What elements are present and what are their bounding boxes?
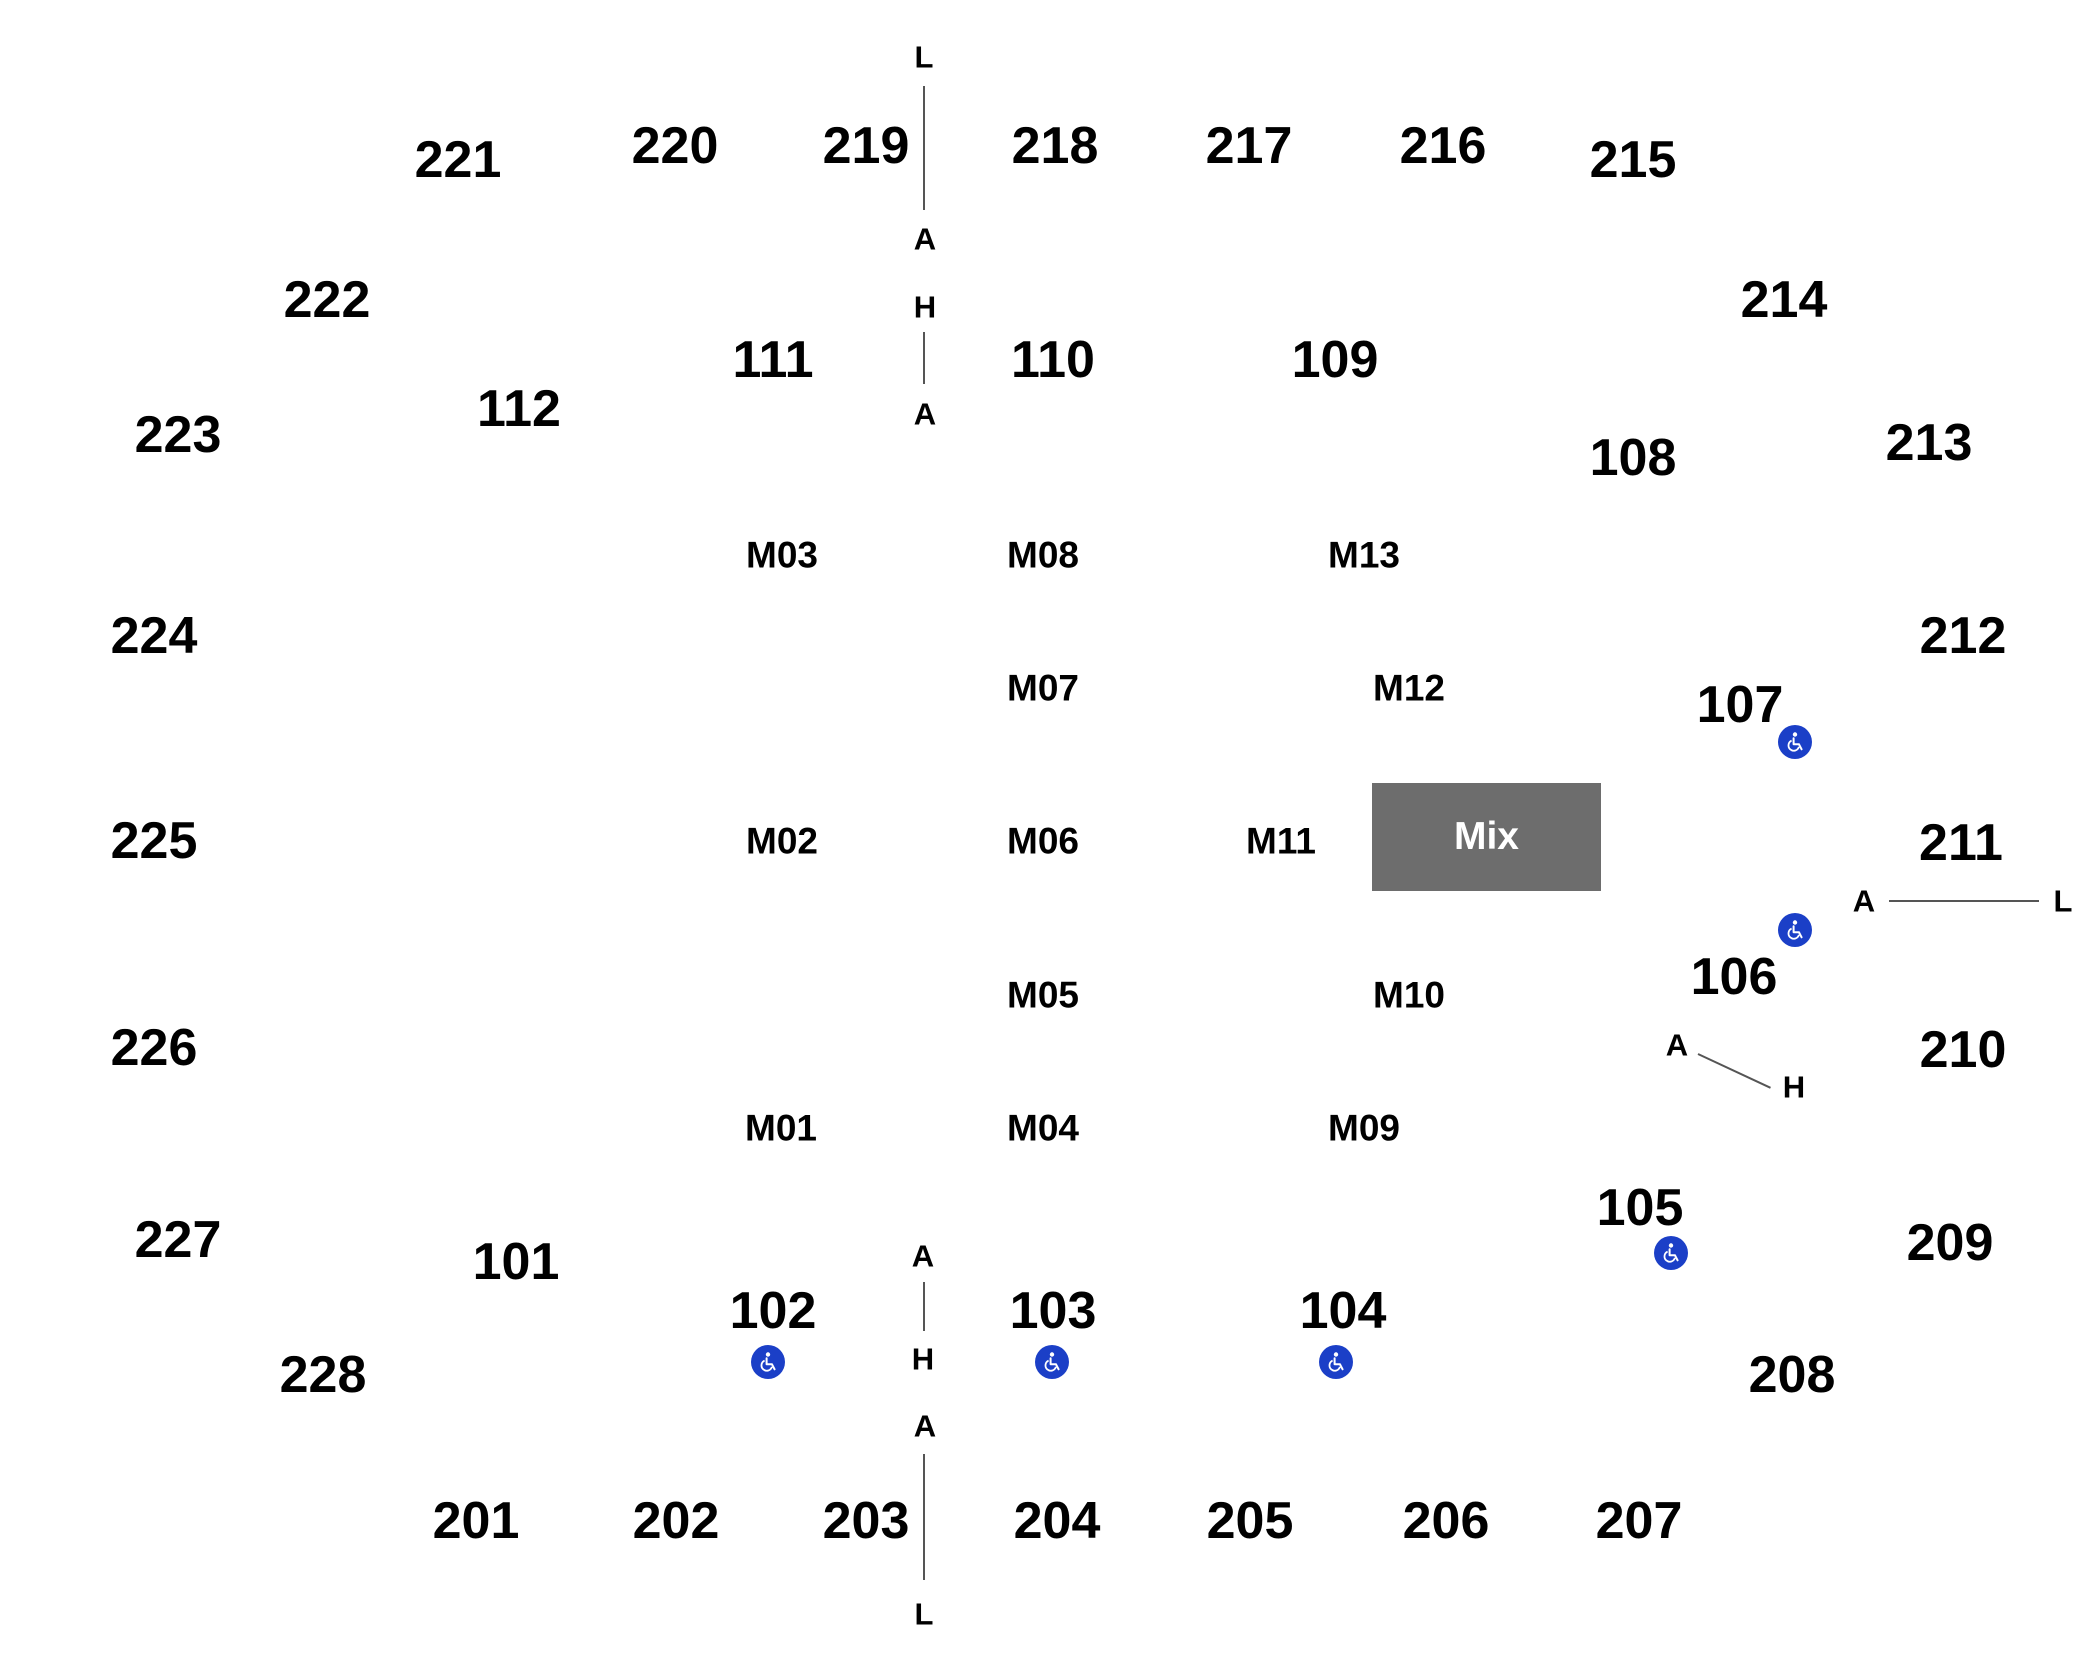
section-m08[interactable]: M08	[1007, 534, 1079, 576]
aisle-divider	[923, 86, 925, 210]
section-109[interactable]: 109	[1291, 331, 1379, 389]
section-203[interactable]: 203	[822, 1492, 910, 1550]
section-223[interactable]: 223	[134, 406, 222, 464]
aisle-marker-bottom-l: L	[914, 1596, 934, 1632]
section-221[interactable]: 221	[414, 131, 502, 189]
section-101[interactable]: 101	[472, 1233, 560, 1291]
aisle-divider	[923, 1454, 925, 1580]
section-m01[interactable]: M01	[745, 1107, 817, 1149]
section-224[interactable]: 224	[110, 607, 198, 665]
section-108[interactable]: 108	[1589, 429, 1677, 487]
section-212[interactable]: 212	[1919, 607, 2007, 665]
aisle-divider	[1889, 900, 2039, 902]
section-218[interactable]: 218	[1011, 117, 1099, 175]
aisle-marker-top-h: H	[913, 289, 937, 325]
aisle-marker-top-a2: A	[913, 396, 937, 432]
section-m02[interactable]: M02	[746, 820, 818, 862]
section-205[interactable]: 205	[1206, 1492, 1294, 1550]
wheelchair-icon[interactable]	[1035, 1345, 1069, 1379]
section-206[interactable]: 206	[1402, 1492, 1490, 1550]
section-222[interactable]: 222	[283, 271, 371, 329]
wheelchair-icon[interactable]	[1778, 725, 1812, 759]
mix-position: Mix	[1372, 783, 1601, 891]
section-m07[interactable]: M07	[1007, 667, 1079, 709]
section-215[interactable]: 215	[1589, 131, 1677, 189]
section-227[interactable]: 227	[134, 1211, 222, 1269]
section-226[interactable]: 226	[110, 1019, 198, 1077]
section-104[interactable]: 104	[1299, 1282, 1387, 1340]
mix-label: Mix	[1453, 815, 1519, 858]
aisle-marker-right-l: L	[2053, 883, 2073, 919]
section-m10[interactable]: M10	[1373, 974, 1445, 1016]
section-214[interactable]: 214	[1740, 271, 1828, 329]
section-217[interactable]: 217	[1205, 117, 1293, 175]
aisle-divider	[923, 332, 925, 384]
aisle-marker-bottom-a: A	[911, 1238, 935, 1274]
section-105[interactable]: 105	[1596, 1179, 1684, 1237]
aisle-marker-top-a: A	[913, 221, 937, 257]
wheelchair-icon[interactable]	[1778, 913, 1812, 947]
section-207[interactable]: 207	[1595, 1492, 1683, 1550]
section-103[interactable]: 103	[1009, 1282, 1097, 1340]
section-106[interactable]: 106	[1690, 948, 1778, 1006]
section-225[interactable]: 225	[110, 812, 198, 870]
section-216[interactable]: 216	[1399, 117, 1487, 175]
section-208[interactable]: 208	[1748, 1346, 1836, 1404]
section-111[interactable]: 111	[732, 331, 814, 389]
section-219[interactable]: 219	[822, 117, 910, 175]
aisle-marker-bottom-a2: A	[913, 1408, 937, 1444]
section-110[interactable]: 110	[1011, 331, 1095, 389]
wheelchair-icon[interactable]	[751, 1345, 785, 1379]
section-m09[interactable]: M09	[1328, 1107, 1400, 1149]
aisle-marker-bottom-h: H	[911, 1341, 935, 1377]
section-213[interactable]: 213	[1885, 414, 1973, 472]
section-210[interactable]: 210	[1919, 1021, 2007, 1079]
section-102[interactable]: 102	[729, 1282, 817, 1340]
aisle-marker-diag-a: A	[1665, 1027, 1689, 1063]
section-202[interactable]: 202	[632, 1492, 720, 1550]
aisle-marker-right-a: A	[1852, 883, 1876, 919]
section-m12[interactable]: M12	[1373, 667, 1445, 709]
section-201[interactable]: 201	[432, 1492, 520, 1550]
section-m11[interactable]: M11	[1246, 820, 1316, 862]
section-m06[interactable]: M06	[1007, 820, 1079, 862]
wheelchair-icon[interactable]	[1654, 1236, 1688, 1270]
section-112[interactable]: 112	[477, 380, 561, 438]
aisle-divider	[1697, 1053, 1771, 1089]
aisle-marker-diag-h: H	[1782, 1069, 1806, 1105]
section-m13[interactable]: M13	[1328, 534, 1400, 576]
section-209[interactable]: 209	[1906, 1214, 1994, 1272]
aisle-divider	[923, 1282, 925, 1331]
section-107[interactable]: 107	[1696, 676, 1784, 734]
section-m05[interactable]: M05	[1007, 974, 1079, 1016]
section-211[interactable]: 211	[1919, 814, 2003, 872]
section-228[interactable]: 228	[279, 1346, 367, 1404]
section-m04[interactable]: M04	[1007, 1107, 1079, 1149]
section-m03[interactable]: M03	[746, 534, 818, 576]
section-220[interactable]: 220	[631, 117, 719, 175]
section-204[interactable]: 204	[1013, 1492, 1101, 1550]
wheelchair-icon[interactable]	[1319, 1345, 1353, 1379]
aisle-marker-top-l: L	[914, 39, 934, 75]
